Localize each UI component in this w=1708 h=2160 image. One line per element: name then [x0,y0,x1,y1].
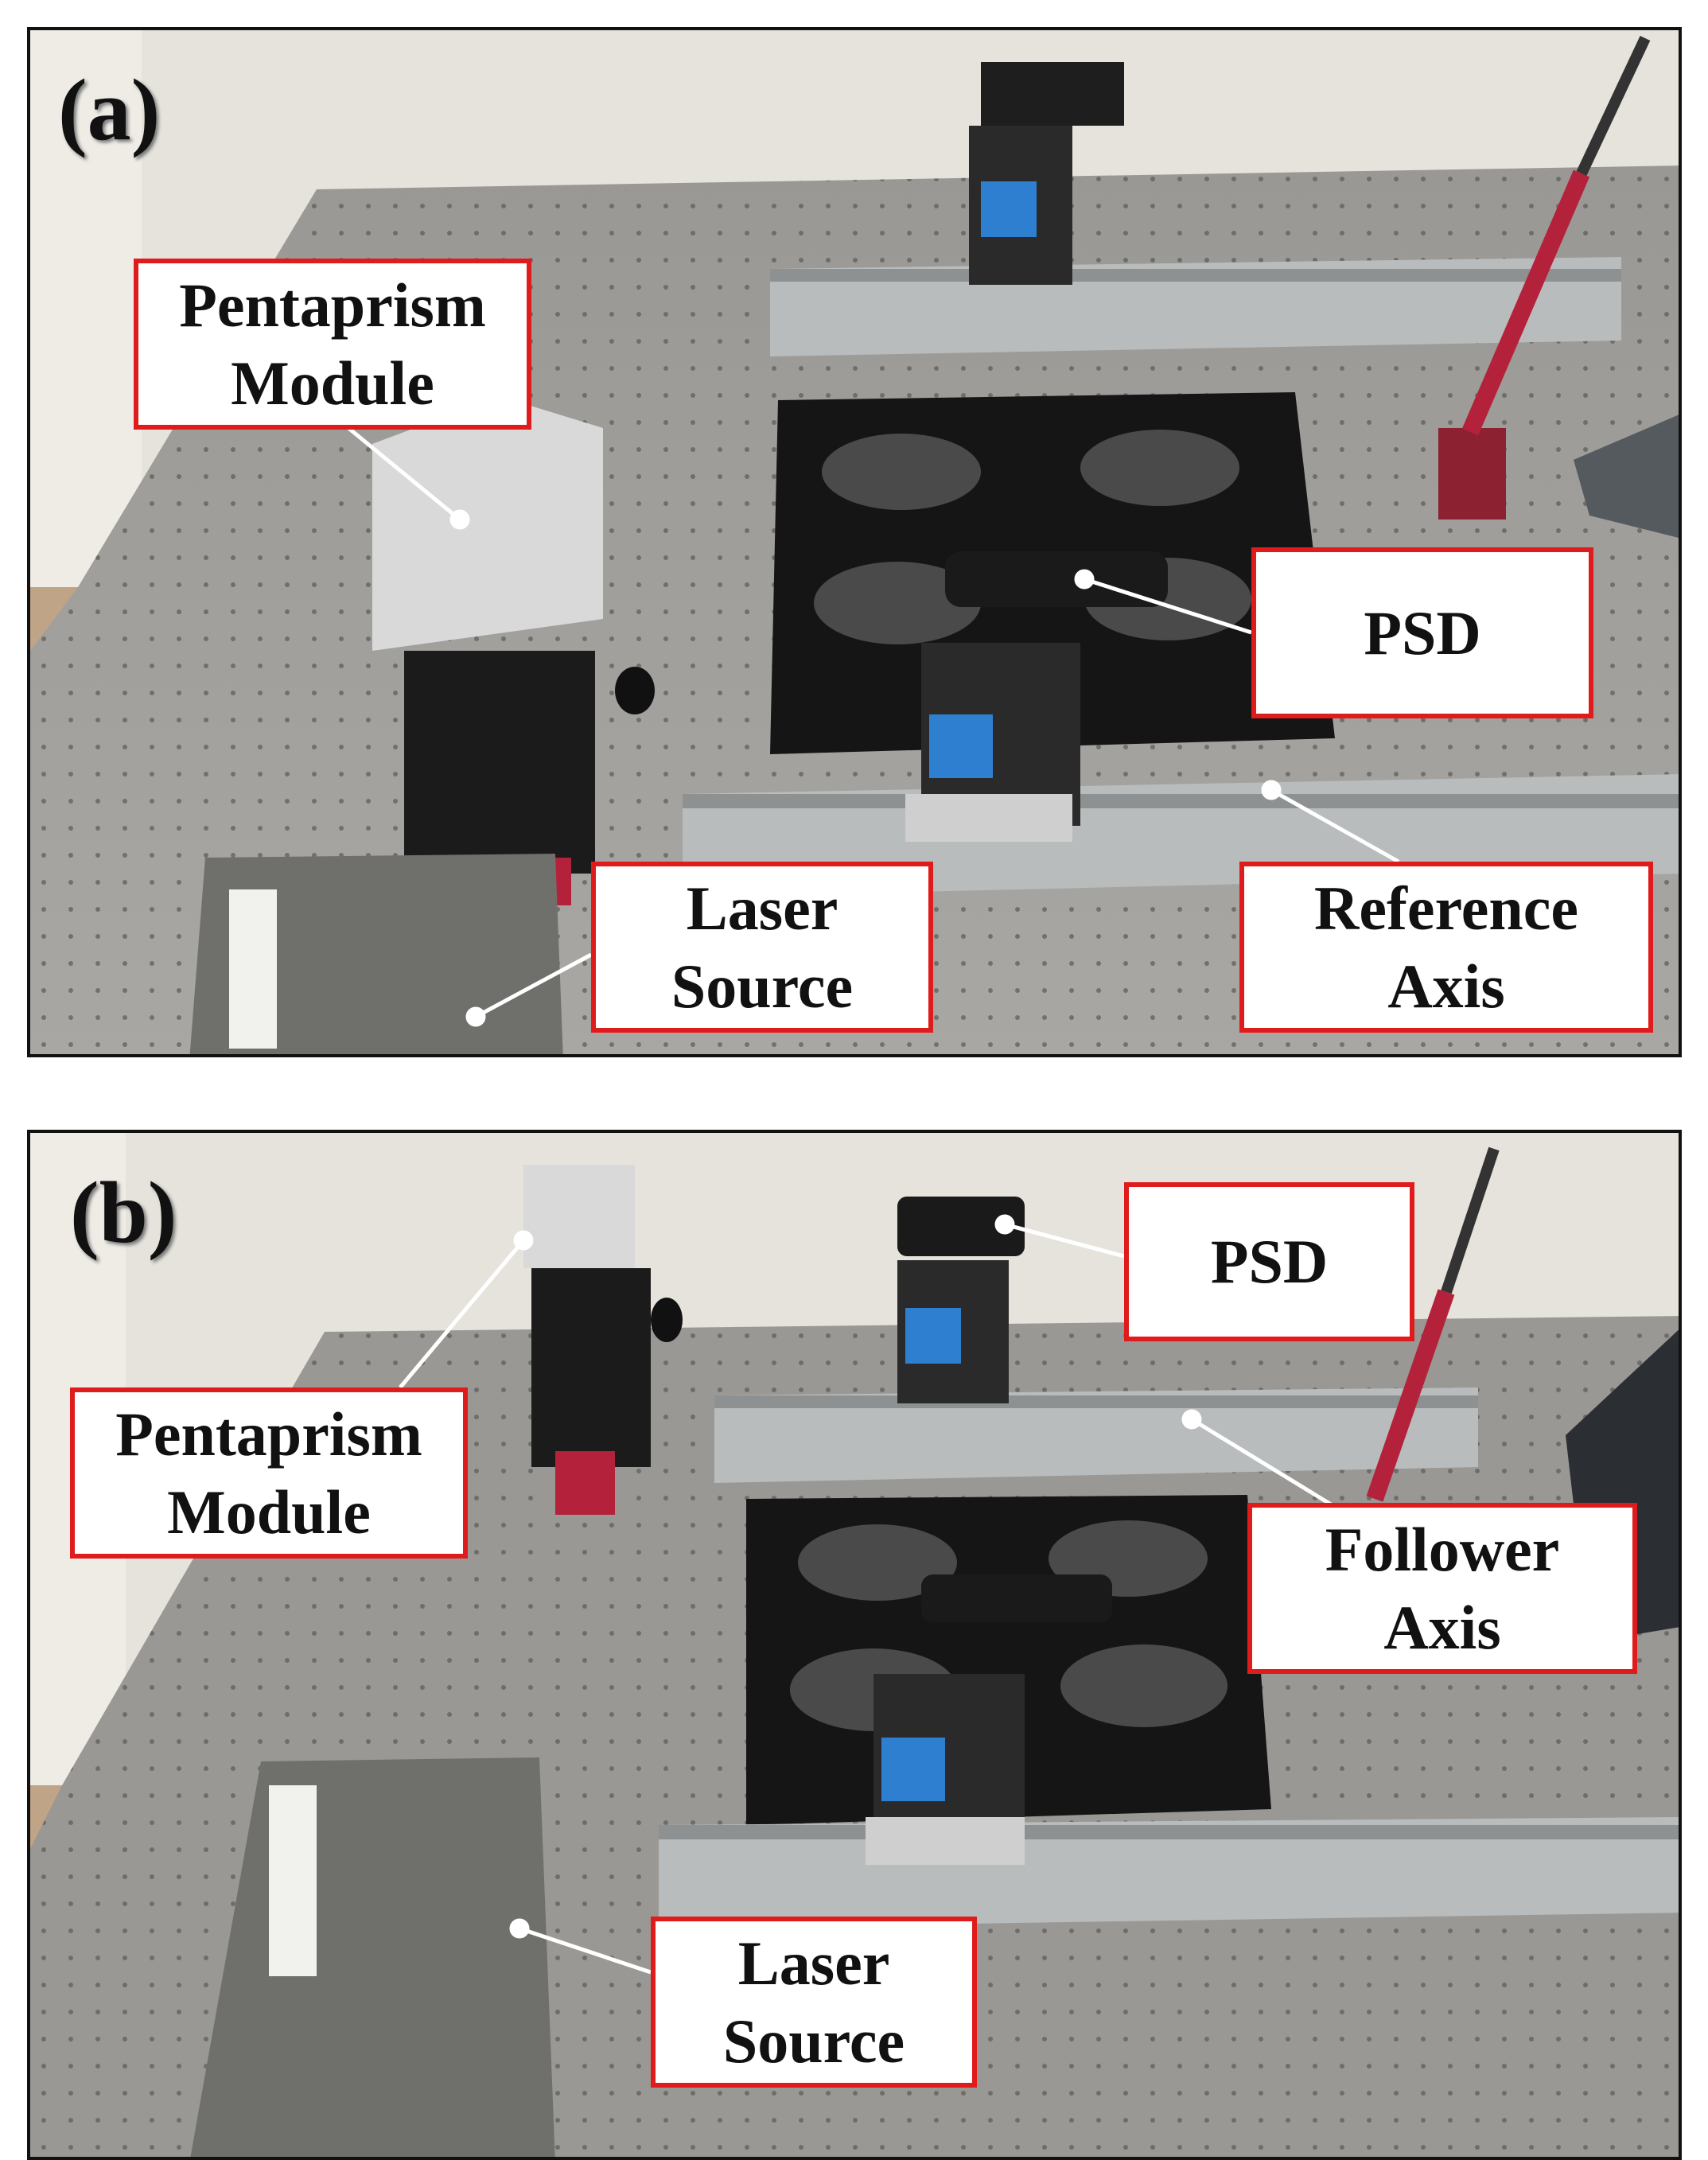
panel-letter-b: (b) [70,1164,177,1261]
pentaprism-device-b [523,1165,635,1268]
label-line: Laser [737,1928,890,1998]
label-line: PSD [1210,1227,1329,1297]
psd-device-b [897,1197,1025,1256]
magnetic-stand-b [1366,1289,1455,1502]
label-line: PSD [1364,597,1481,667]
label-line: Reference [1314,874,1578,943]
label-line: Axis [1383,1592,1501,1662]
label-line: Pentaprism [179,270,486,340]
label-line: Module [167,1477,371,1547]
label-line: Laser [686,874,838,943]
label-line: Follower [1325,1515,1560,1584]
pentaprism-module-label-b: Pentaprism Module [70,1387,468,1559]
label-line: Pentaprism [115,1399,422,1469]
label-line: Module [231,348,434,418]
panel-letter-a: (a) [58,61,161,158]
psd-device-a [945,551,1168,607]
panel-b: (b) PSD Pentaprism Module Follower Axis … [27,1130,1682,2160]
follower-axis-label-b: Follower Axis [1247,1503,1637,1674]
psd-label-a: PSD [1251,547,1593,718]
reference-axis-label-a: Reference Axis [1239,862,1653,1033]
label-line: Source [722,2006,905,2076]
laser-source-label-b: Laser Source [651,1917,977,2088]
label-line: Axis [1387,951,1505,1021]
pentaprism-device-a [372,396,603,651]
label-line: Source [671,951,854,1021]
psd-label-b: PSD [1124,1182,1414,1341]
laser-source-label-a: Laser Source [591,862,933,1033]
magnetic-base-a [1438,428,1506,520]
follower-rail [714,1387,1478,1483]
panel-a: (a) Pentaprism Module PSD Laser Source R… [27,27,1682,1057]
laser-source-a [189,854,563,1054]
pentaprism-module-label-a: Pentaprism Module [134,259,531,430]
